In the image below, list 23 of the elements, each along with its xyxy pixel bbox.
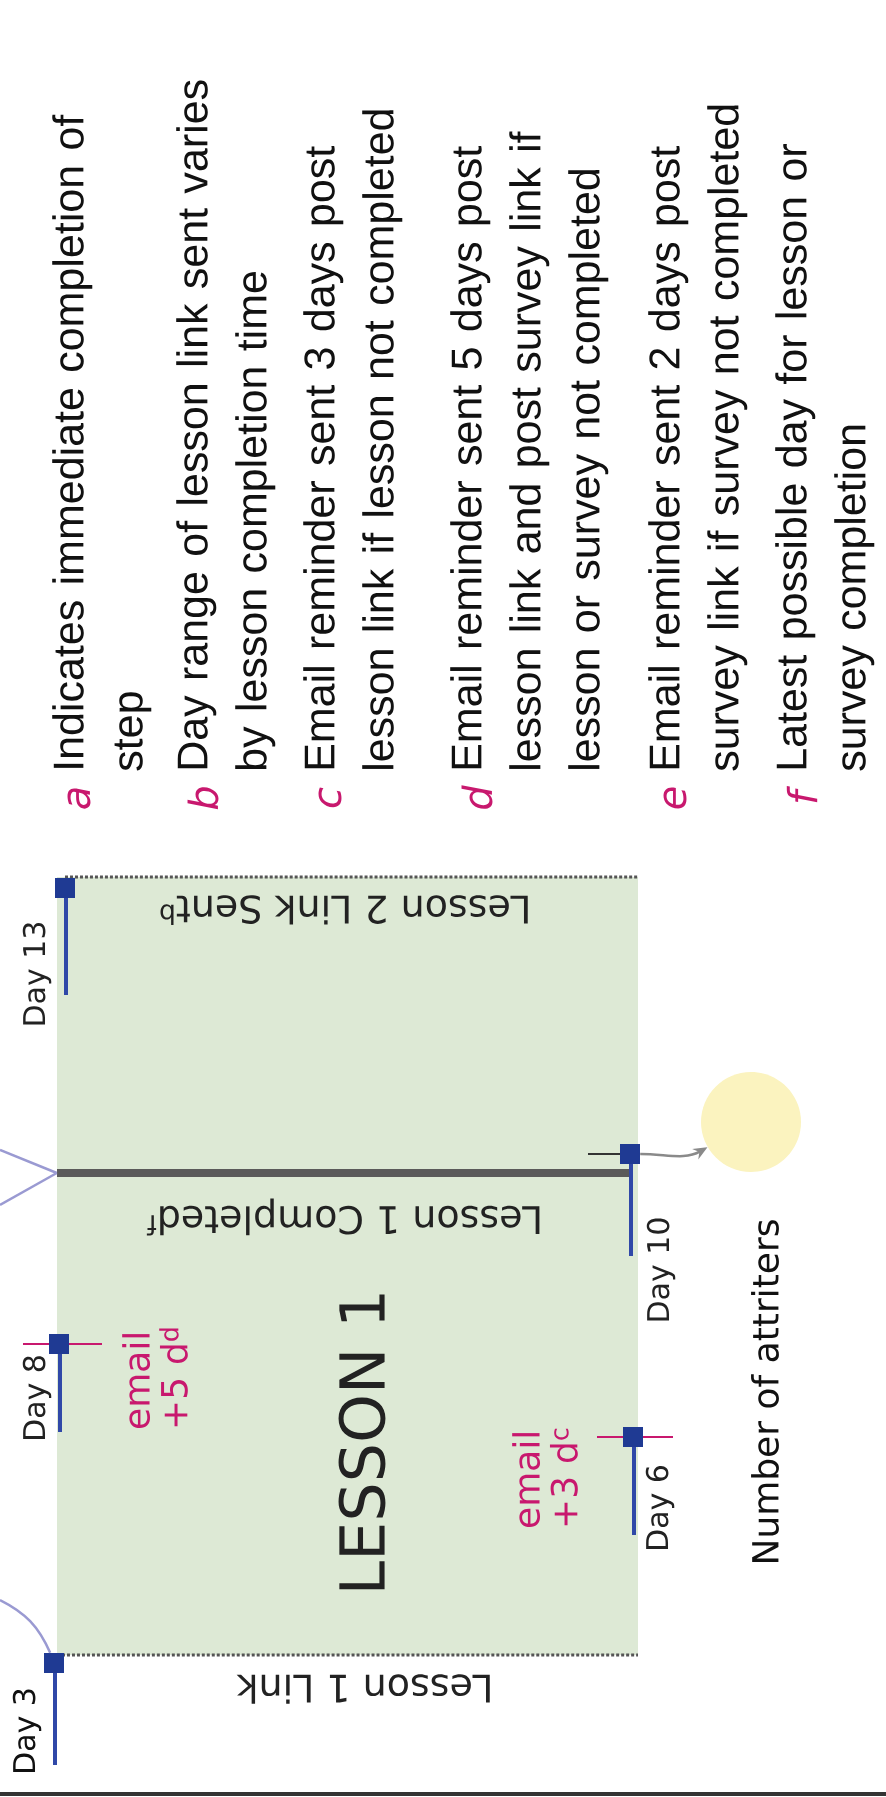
lesson-label: Lesson 1 Completed$^{f}$ (146, 1198, 540, 1236)
lesson-label: Lesson 2 Link Sent$^{b}$ (160, 895, 528, 925)
footnote-text: Email reminder sent 2 days post survey link if survey not completed (648, 105, 748, 771)
connector-line (0, 1171, 58, 1207)
footnote-text: Day range of lesson link sent varies by lesson completion time (176, 80, 276, 770)
footnote-letter: b (187, 787, 219, 810)
footnote-text: Latest possible day for lesson or survey completion (775, 144, 875, 771)
footnote-text: Email reminder sent 5 days post lesson link and post survey link if lesson or survey not completed (450, 131, 609, 769)
email-label: email +3 d$^{c}$ (512, 1428, 578, 1528)
connector-line (0, 1148, 58, 1175)
footnote-letter: c (318, 787, 342, 808)
connector-line (0, 1598, 52, 1654)
completion-bar (57, 1169, 630, 1177)
attriters-circle (701, 1072, 801, 1172)
footnote-letter: d (461, 785, 493, 809)
caption-text: Number of attriters (751, 1220, 779, 1563)
footnote-text: Email reminder sent 3 days post lesson link if lesson not completed (303, 110, 403, 769)
footnote-letter: f (786, 785, 818, 803)
email-label: email +5 d$^{d}$ (122, 1328, 188, 1429)
footnote-letter: e (663, 787, 687, 809)
footnote-text: Indicates immediate completion of step (52, 114, 152, 771)
lesson-label: Lesson 1 Link (236, 1674, 490, 1704)
footnote-letter: a (67, 788, 91, 809)
